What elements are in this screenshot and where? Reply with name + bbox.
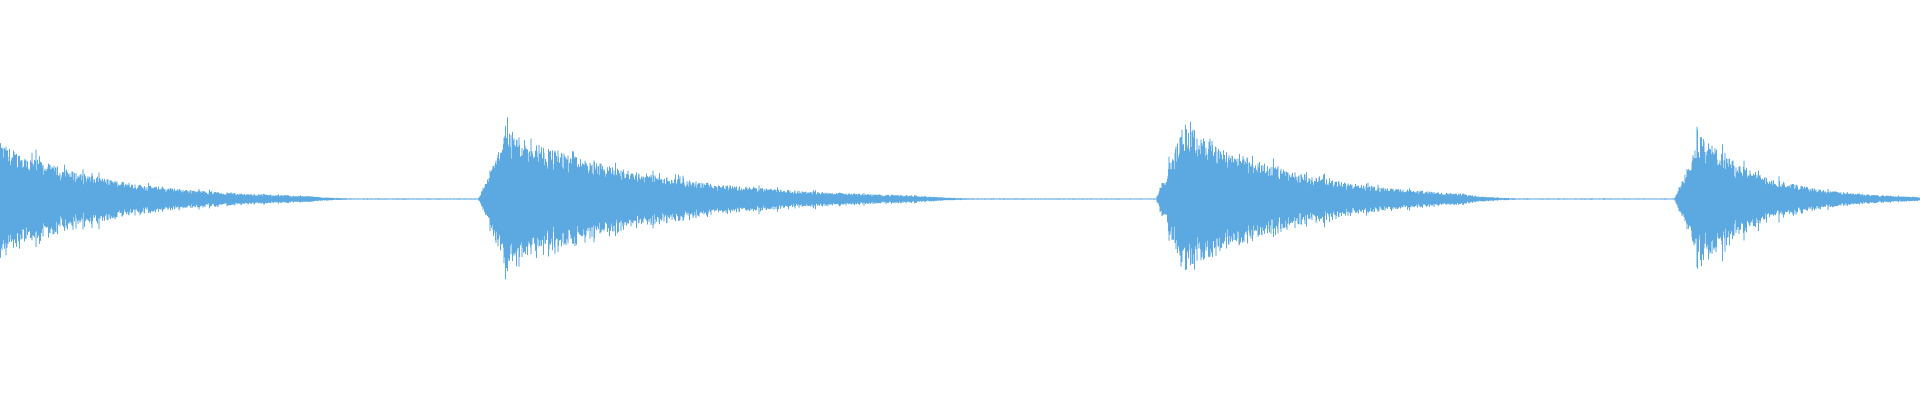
waveform-signal: [0, 117, 1920, 280]
